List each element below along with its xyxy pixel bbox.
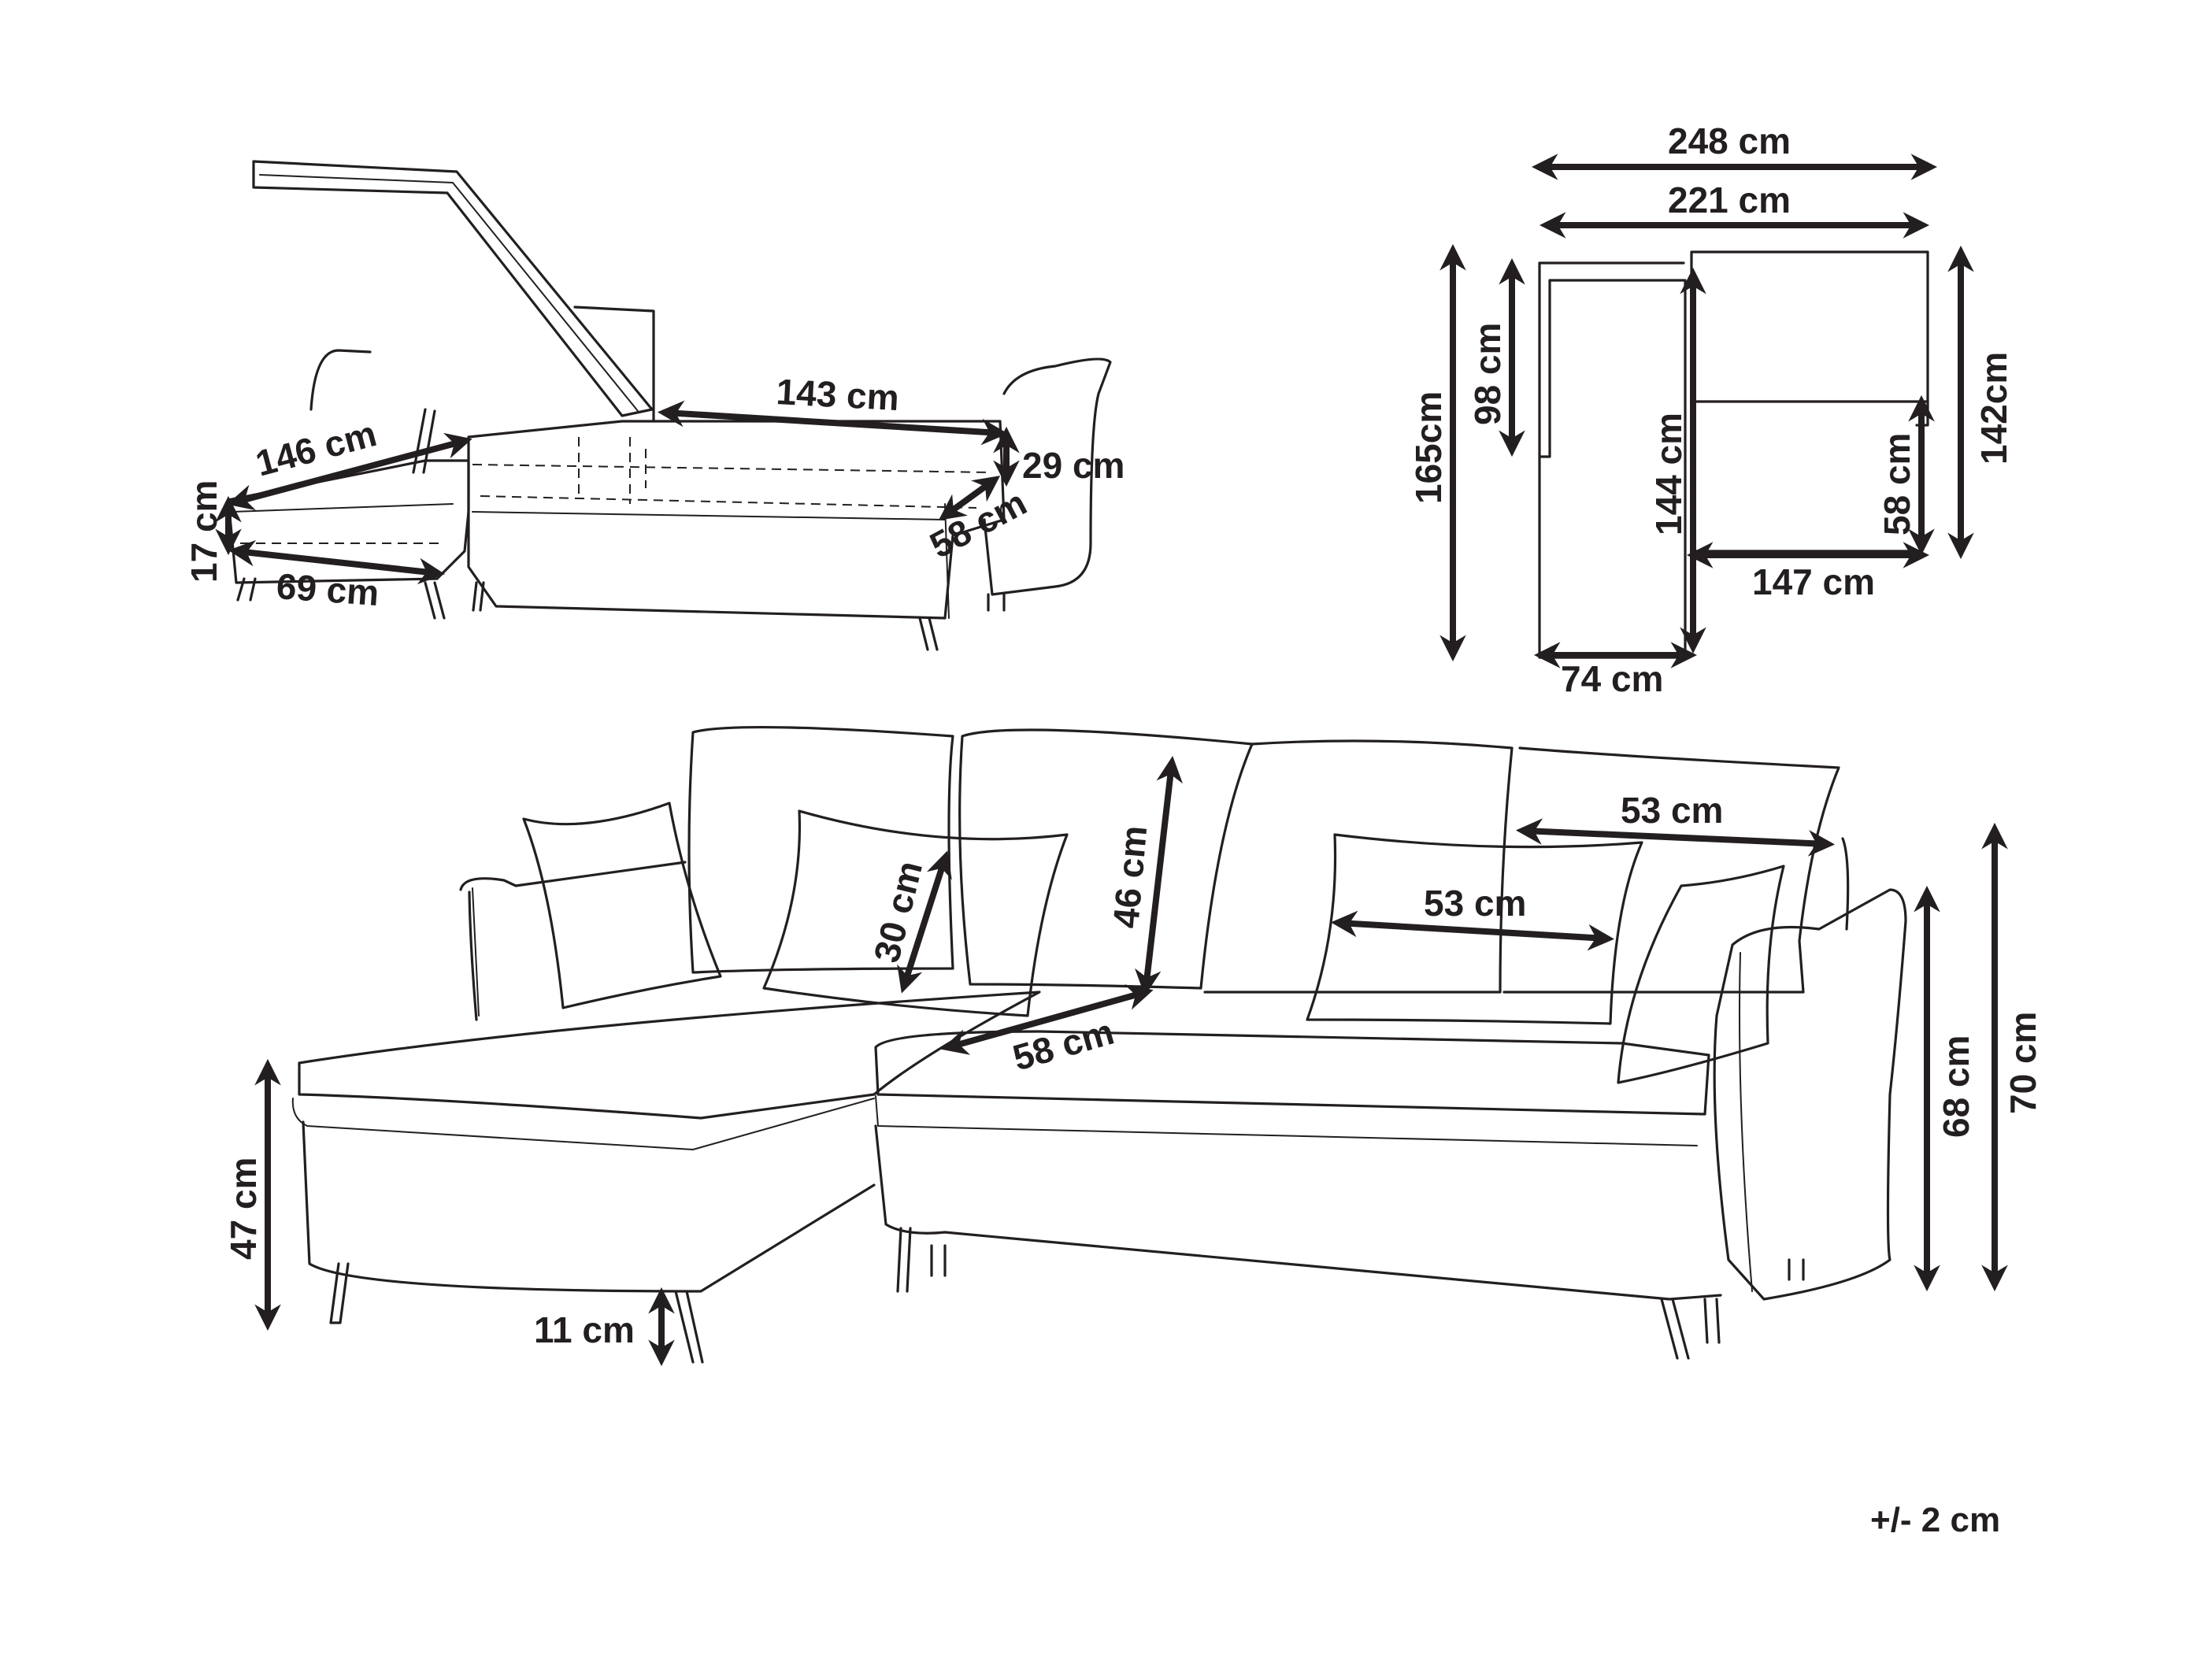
label-chaise-storage-width: 69 cm xyxy=(275,565,380,613)
label-sofa-depth: 142cm xyxy=(1973,352,2014,465)
label-armrest-height: 68 cm xyxy=(1936,1035,1977,1138)
dimension-labels: 146 cm 143 cm 29 cm 58 cm 17 cm 69 cm 24… xyxy=(183,120,2043,1539)
label-chaise-depth: 144 cm xyxy=(1648,413,1689,535)
label-pillow-height: 30 cm xyxy=(865,857,930,966)
label-chaise-storage-height: 17 cm xyxy=(183,480,224,583)
tolerance-note: +/- 2 cm xyxy=(1870,1501,2000,1539)
label-overall-width: 248 cm xyxy=(1668,120,1791,161)
label-seat-depth-plan: 58 cm xyxy=(1877,433,1917,535)
label-back-cushion-height: 46 cm xyxy=(1105,824,1154,929)
label-sofa-seat-width: 147 cm xyxy=(1752,561,1875,602)
label-total-height: 70 cm xyxy=(2003,1012,2043,1114)
label-chaise-inner-depth: 98 cm xyxy=(1467,323,1508,425)
label-overall-depth: 165cm xyxy=(1408,391,1449,504)
label-leg-height: 11 cm xyxy=(534,1309,635,1350)
label-back-cushion-width: 53 cm xyxy=(1621,790,1723,831)
label-seat-width: 221 cm xyxy=(1668,180,1791,220)
label-seat-height: 47 cm xyxy=(223,1157,264,1260)
label-chaise-width: 74 cm xyxy=(1561,658,1663,699)
label-seat-depth: 58 cm xyxy=(1008,1011,1118,1079)
label-storage-height: 29 cm xyxy=(1022,445,1125,486)
dimension-arrows xyxy=(215,154,2008,1367)
label-storage-length: 143 cm xyxy=(775,371,900,418)
label-pillow-width: 53 cm xyxy=(1424,883,1526,924)
